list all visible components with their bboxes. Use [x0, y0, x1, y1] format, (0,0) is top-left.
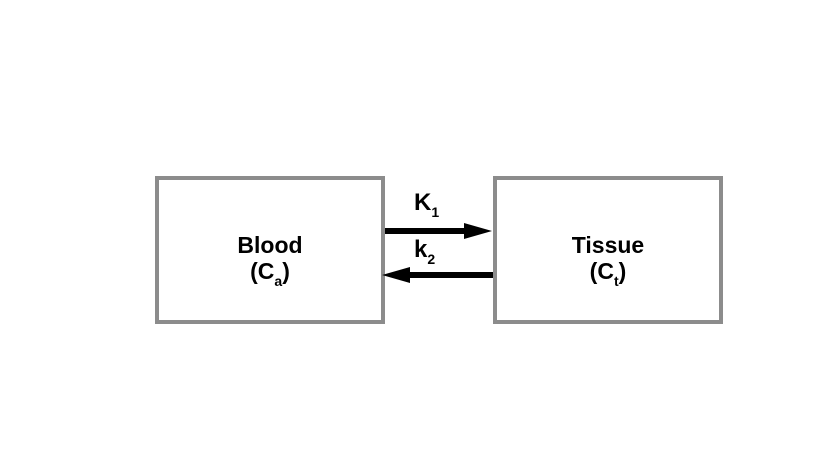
blood-compartment-box: Blood (Ca): [155, 176, 385, 324]
blood-label: Blood: [237, 232, 303, 258]
tissue-symbol-subscript: t: [613, 273, 619, 289]
blood-symbol-subscript: a: [274, 273, 283, 289]
tissue-compartment-box: Tissue (Ct): [493, 176, 723, 324]
k2-subscript: 2: [427, 251, 436, 267]
k2-left-arrowhead-icon: [382, 267, 410, 283]
tissue-compartment-text: Tissue (Ct): [571, 232, 645, 289]
tissue-symbol: (Ct): [589, 258, 627, 289]
blood-symbol: (Ca): [250, 258, 290, 289]
tissue-label: Tissue: [571, 232, 645, 258]
k1-arrow-line: [385, 228, 465, 234]
blood-compartment-text: Blood (Ca): [237, 232, 303, 289]
k1-right-arrowhead-icon: [464, 223, 492, 239]
k2-rate-label: k2: [414, 236, 436, 267]
k1-subscript: 1: [431, 204, 440, 220]
k2-arrow-line: [410, 272, 493, 278]
k1-rate-label: K1: [414, 189, 440, 220]
